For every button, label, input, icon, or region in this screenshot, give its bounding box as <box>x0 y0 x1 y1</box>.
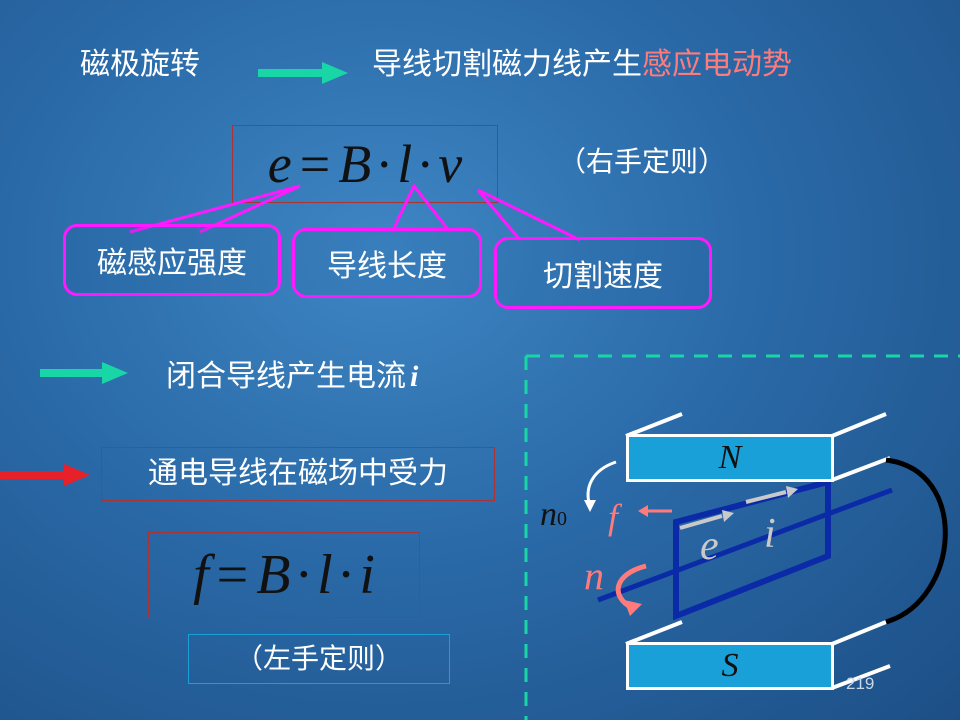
f-label: f <box>608 497 619 537</box>
formula-e-eq: = <box>299 134 331 194</box>
n0-label: n0 <box>540 496 567 534</box>
formula-f-b: B <box>256 544 291 606</box>
formula-f-l: l <box>317 544 333 606</box>
pointer-v <box>476 188 581 242</box>
south-pole-label: S <box>721 647 739 684</box>
callout-cutting-speed: 切割速度 <box>494 237 712 309</box>
page-number: 219 <box>846 674 875 693</box>
green-arrow-top <box>258 62 348 84</box>
right-hand-rule: （右手定则） <box>558 145 727 178</box>
formula-f-lhs: f <box>193 544 209 606</box>
formula-e-dot1: · <box>375 134 394 194</box>
callout-magnetic-induction: 磁感应强度 <box>63 224 281 296</box>
n-rotation-head <box>624 600 642 616</box>
emf-statement: 导线切割磁力线产生感应电动势 <box>372 50 792 80</box>
rotation-label: 磁极旋转 <box>80 47 200 82</box>
north-pole: N <box>626 434 834 482</box>
formula-e-lhs: e <box>267 134 292 194</box>
emf-statement-plain: 导线切割磁力线产生 <box>372 47 642 82</box>
n0-letter: n <box>540 496 557 533</box>
formula-emf: e = B · l · v <box>232 125 498 203</box>
i-direction-line <box>745 490 787 504</box>
force-direction-head <box>638 505 648 517</box>
current-text: 闭合导线产生电流 <box>166 359 406 394</box>
current-var: i <box>410 360 419 393</box>
south-pole: S <box>626 642 834 690</box>
n-label: n <box>584 553 604 598</box>
formula-force: f = B · l · i <box>148 532 420 618</box>
n0-subscript: 0 <box>557 508 567 530</box>
formula-e-b: B <box>338 134 372 194</box>
force-statement: 通电导线在磁场中受力 <box>101 447 495 501</box>
north-pole-edge-right <box>831 412 887 438</box>
formula-f-dot2: · <box>336 544 356 606</box>
e-direction-line <box>679 514 723 530</box>
callout-wire-length: 导线长度 <box>292 228 482 298</box>
north-pole-edge-left <box>625 412 683 438</box>
left-hand-rule: （左手定则） <box>188 634 450 684</box>
e-label: e <box>700 523 719 569</box>
external-circuit <box>885 457 948 625</box>
e-direction-head <box>722 510 734 522</box>
pointer-l <box>390 183 452 233</box>
north-pole-label: N <box>718 439 742 476</box>
formula-e-v: v <box>438 134 463 194</box>
formula-f-i: i <box>359 544 375 606</box>
red-arrow-force <box>0 464 92 486</box>
i-direction-head <box>786 486 798 498</box>
pointer-b <box>129 184 301 234</box>
south-pole-edge-bottom <box>831 664 891 690</box>
n0-rotation-head <box>584 500 596 512</box>
i-label: i <box>764 511 776 557</box>
north-pole-edge-bottom <box>831 456 891 482</box>
formula-e-dot2: · <box>416 134 435 194</box>
emf-statement-red: 感应电动势 <box>642 47 792 82</box>
rotor-shaft <box>597 487 893 603</box>
green-arrow-current <box>40 362 130 384</box>
south-pole-edge-left <box>625 620 683 646</box>
formula-e-l: l <box>397 134 413 194</box>
formula-f-dot1: · <box>294 544 314 606</box>
south-pole-edge-right <box>831 620 887 646</box>
formula-f-eq: = <box>216 544 249 606</box>
